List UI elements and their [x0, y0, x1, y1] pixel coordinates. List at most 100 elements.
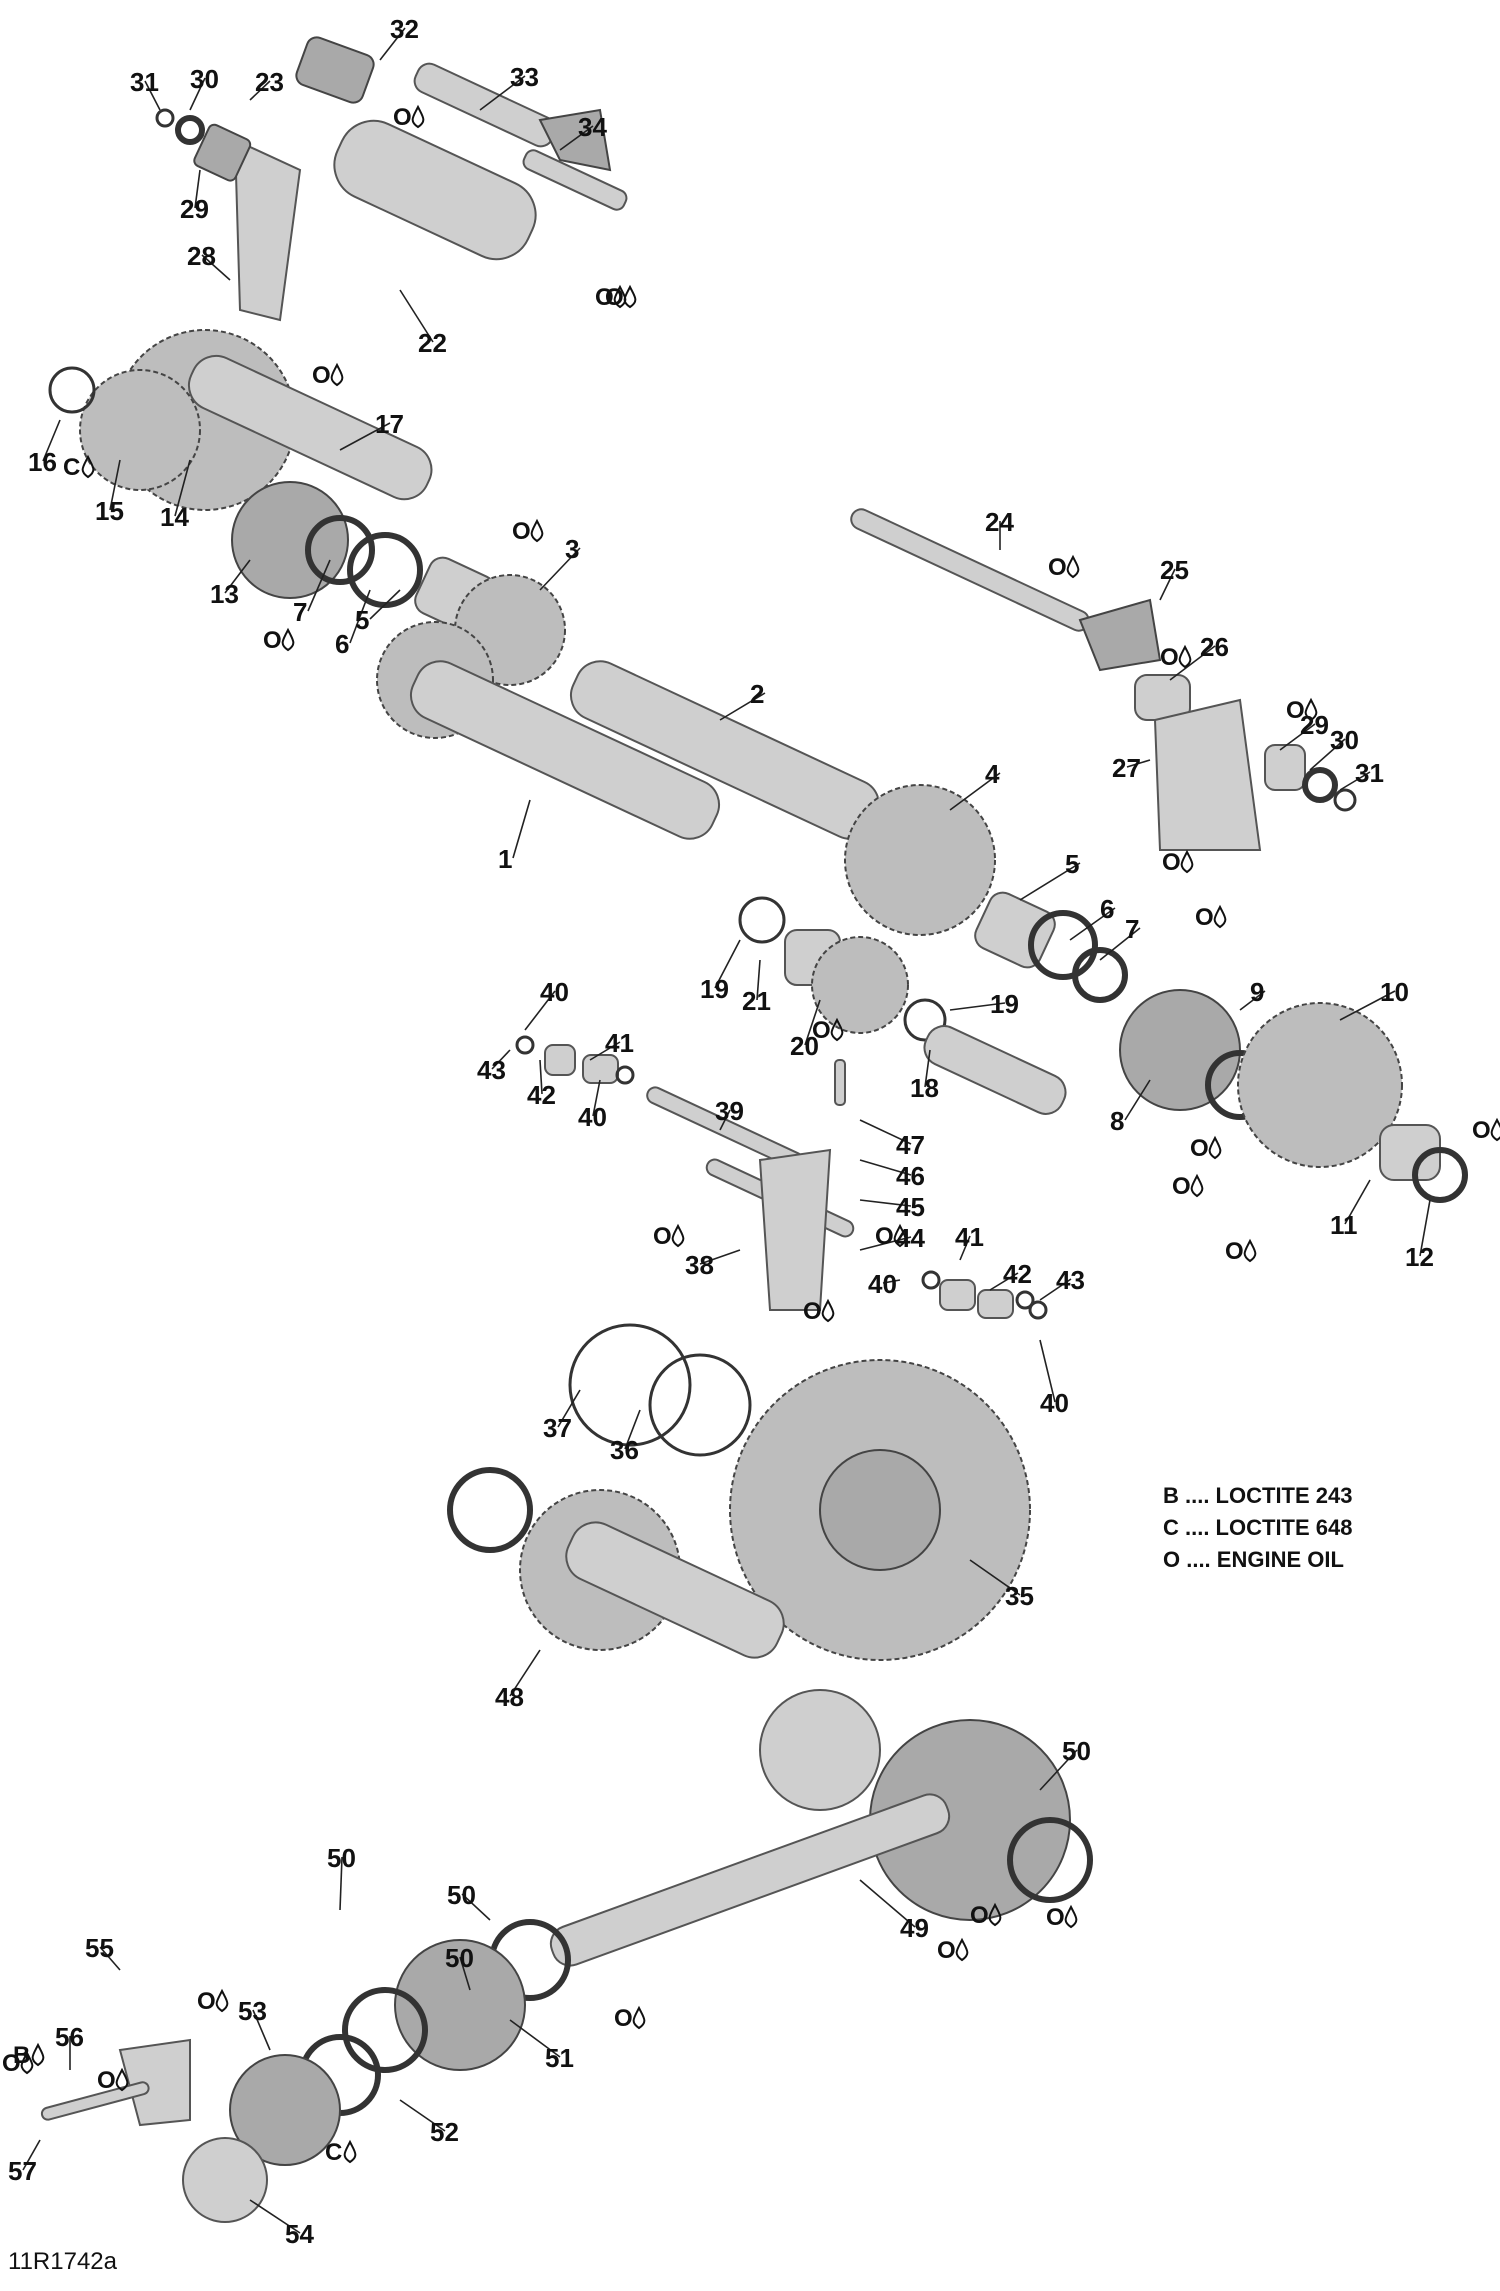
- part-callout-47: 47: [896, 1130, 925, 1160]
- leader-line: [719, 692, 766, 721]
- legend: B .... LOCTITE 243 C .... LOCTITE 648 O …: [1163, 1480, 1352, 1576]
- part-callout-20: 20: [790, 1031, 819, 1061]
- leader-line: [589, 1041, 621, 1061]
- part-callout-27: 27: [1112, 753, 1141, 783]
- svg-text:O: O: [1190, 1135, 1209, 1162]
- part-callout-42: 42: [527, 1080, 556, 1110]
- legend-loctite-648: C .... LOCTITE 648: [1163, 1515, 1353, 1540]
- svg-text:O: O: [1195, 904, 1214, 931]
- shift-rod-assembly: [850, 508, 1357, 851]
- leader-line: [1339, 990, 1396, 1021]
- leader-line: [349, 589, 371, 644]
- part-callout-25: 25: [1160, 555, 1189, 585]
- lubricant-mark-o: O: [512, 518, 544, 545]
- lubricant-mark-o: O: [653, 1223, 685, 1250]
- part-callout-6: 6: [335, 629, 349, 659]
- lubricant-mark-o: O: [875, 1223, 907, 1250]
- svg-text:O: O: [1286, 697, 1305, 724]
- part-callout-3: 3: [565, 534, 579, 564]
- part-callout-34: 34: [578, 112, 607, 142]
- lubricant-mark-o: O: [197, 1988, 229, 2015]
- part-callout-8: 8: [1110, 1106, 1124, 1136]
- part-callout-31: 31: [1355, 758, 1384, 788]
- lubricant-mark-o: O: [937, 1937, 969, 1964]
- svg-text:O: O: [393, 104, 412, 131]
- svg-text:O: O: [1172, 1173, 1191, 1200]
- part-callout-6: 6: [1100, 894, 1114, 924]
- part-callout-46: 46: [896, 1161, 925, 1191]
- svg-text:O: O: [605, 284, 624, 311]
- part-callout-5: 5: [355, 605, 369, 635]
- leader-line: [524, 990, 556, 1031]
- lubricant-mark-o: O: [312, 362, 344, 389]
- leader-line: [557, 1389, 581, 1428]
- lubricant-mark-c: C: [63, 454, 95, 481]
- lubricant-mark-o: O: [263, 627, 295, 654]
- legend-loctite-243: B .... LOCTITE 243: [1163, 1483, 1353, 1508]
- part-callout-7: 7: [293, 597, 307, 627]
- part-callout-53: 53: [238, 1996, 267, 2026]
- oil-drop-icon: [821, 1298, 835, 1323]
- leader-line: [1039, 1749, 1078, 1791]
- leader-line: [1419, 1199, 1431, 1257]
- lubricant-mark-o: O: [1190, 1135, 1222, 1162]
- oil-drop-icon: [1180, 849, 1194, 874]
- lubricant-mark-o: O: [595, 284, 627, 311]
- part-callout-36: 36: [610, 1435, 639, 1465]
- part-callout-54: 54: [285, 2219, 314, 2249]
- leader-line: [249, 2199, 301, 2234]
- leader-line: [539, 547, 581, 591]
- leader-line: [714, 939, 741, 989]
- oil-drop-icon: [530, 518, 544, 543]
- lubricant-mark-o: O: [812, 1017, 844, 1044]
- lubricant-mark-o: O: [1472, 1117, 1500, 1144]
- leader-line: [369, 589, 401, 620]
- leader-line: [719, 1109, 731, 1131]
- part-callout-48: 48: [495, 1682, 524, 1712]
- part-callout-50: 50: [327, 1843, 356, 1873]
- lubricant-mark-o: O: [393, 104, 425, 131]
- oil-drop-icon: [893, 1223, 907, 1248]
- svg-text:O: O: [197, 1988, 216, 2015]
- leader-line: [1069, 907, 1116, 941]
- oil-drop-icon: [81, 454, 95, 479]
- leader-line: [461, 1893, 491, 1921]
- svg-text:O: O: [1225, 1238, 1244, 1265]
- lubricant-mark-o: O: [614, 2005, 646, 2032]
- part-callout-21: 21: [742, 986, 771, 1016]
- leader-line: [592, 1079, 601, 1117]
- part-callout-26: 26: [1200, 632, 1229, 662]
- leader-line: [1039, 1339, 1056, 1403]
- part-callout-29: 29: [1300, 710, 1329, 740]
- lubricant-mark-o: O: [970, 1902, 1002, 1929]
- oil-drop-icon: [330, 362, 344, 387]
- part-callout-43: 43: [477, 1055, 506, 1085]
- svg-text:O: O: [1162, 849, 1181, 876]
- lubricant-mark-o: O: [1195, 904, 1227, 931]
- leader-line: [379, 27, 406, 61]
- svg-text:O: O: [1472, 1117, 1491, 1144]
- leader-line: [479, 75, 526, 111]
- leader-line: [1159, 568, 1176, 601]
- svg-text:C: C: [325, 2139, 342, 2166]
- leader-line: [194, 169, 201, 209]
- oil-drop-icon: [20, 2050, 34, 2075]
- leader-line: [22, 2139, 41, 2171]
- shift-drum-assembly: [155, 36, 628, 322]
- oil-drop-icon: [1490, 1117, 1500, 1142]
- part-callout-51: 51: [545, 2043, 574, 2073]
- part-callout-43: 43: [1056, 1265, 1085, 1295]
- svg-text:O: O: [803, 1298, 822, 1325]
- part-callout-4: 4: [985, 759, 1000, 789]
- part-callout-39: 39: [715, 1096, 744, 1126]
- part-callout-17: 17: [375, 409, 404, 439]
- part-callout-30: 30: [190, 64, 219, 94]
- oil-drop-icon: [1243, 1238, 1257, 1263]
- part-callout-9: 9: [1250, 977, 1264, 1007]
- oil-drop-icon: [411, 104, 425, 129]
- svg-text:O: O: [970, 1902, 989, 1929]
- leader-line: [959, 1235, 971, 1261]
- leader-line: [1279, 723, 1316, 751]
- lubricant-mark-o: O: [1172, 1173, 1204, 1200]
